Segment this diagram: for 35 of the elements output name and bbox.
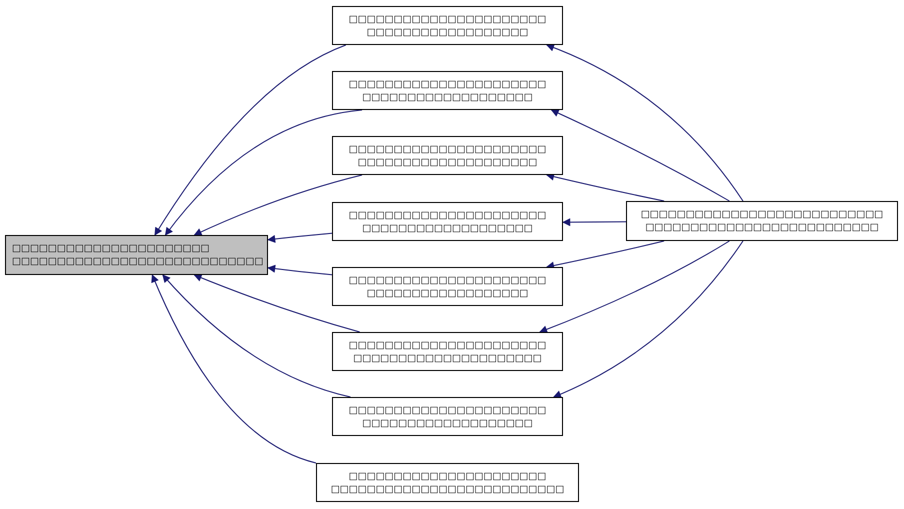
- class-box: [316, 463, 579, 502]
- arrow: [151, 274, 316, 464]
- arrow: [553, 240, 744, 398]
- class-name: □□□□□□□□□□□□□□□□□□□□□□ □□□□□□□□□□□□□□□□□□: [348, 12, 548, 38]
- class-name: □□□□□□□□□□□□□□□□□□□□□□ □□□□□□□□□□□□□□□□□□□□□: [348, 338, 548, 364]
- class-box: [332, 71, 563, 110]
- arrow: [562, 218, 626, 226]
- class-name: □□□□□□□□□□□□□□□□□□□□□□ □□□□□□□□□□□□□□□□□□□□□□□□□□: [330, 470, 566, 496]
- arrow: [546, 44, 744, 202]
- class-name: □□□□□□□□□□□□□□□□□□□□□□ □□□□□□□□□□□□□□□□□□□□□□□□□□□□: [12, 242, 264, 268]
- arrow: [546, 240, 665, 270]
- arrow: [550, 109, 730, 202]
- arrow: [267, 264, 332, 276]
- class-name: □□□□□□□□□□□□□□□□□□□□□□ □□□□□□□□□□□□□□□□□□: [348, 274, 548, 300]
- highlighted-box: [5, 235, 268, 275]
- class-box: [332, 136, 563, 175]
- arrow: [162, 274, 351, 398]
- arrow: [194, 174, 363, 236]
- class-box: [332, 202, 563, 241]
- arrow: [539, 240, 730, 334]
- arrow: [267, 232, 332, 243]
- class-name: □□□□□□□□□□□□□□□□□□□□□□ □□□□□□□□□□□□□□□□□□□□: [348, 142, 548, 168]
- class-box: [332, 397, 563, 436]
- arrow: [164, 110, 363, 236]
- arrow: [546, 172, 665, 202]
- arrow: [194, 274, 360, 332]
- class-name: □□□□□□□□□□□□□□□□□□□□□□□□□□□ □□□□□□□□□□□□□□□□□□□□□□□□□□: [640, 208, 884, 234]
- class-box: [626, 201, 898, 241]
- class-box: [332, 332, 563, 371]
- class-box: [332, 267, 563, 306]
- class-box: [332, 6, 563, 45]
- class-name: □□□□□□□□□□□□□□□□□□□□□□ □□□□□□□□□□□□□□□□□□□: [348, 78, 548, 104]
- class-name: □□□□□□□□□□□□□□□□□□□□□□ □□□□□□□□□□□□□□□□□□□: [348, 208, 548, 234]
- class-name: □□□□□□□□□□□□□□□□□□□□□□ □□□□□□□□□□□□□□□□□□□: [348, 404, 548, 430]
- arrow: [154, 44, 346, 236]
